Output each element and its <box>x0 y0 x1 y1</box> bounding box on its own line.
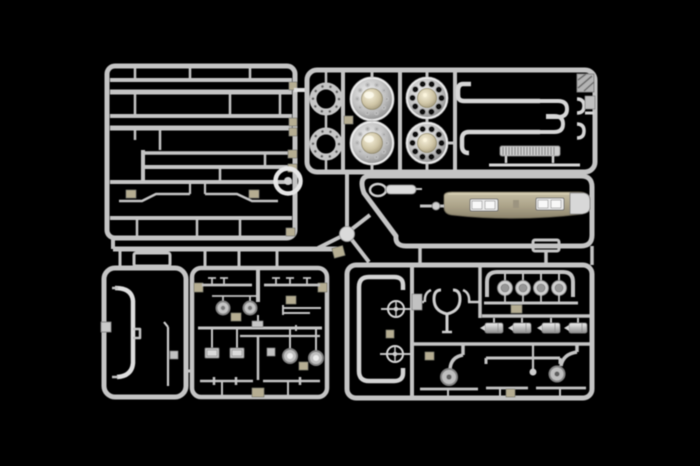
exhaust-pipe-1 <box>455 81 540 104</box>
front-bumper-frame <box>359 173 595 249</box>
loop-part-2 <box>531 238 561 253</box>
ring-part <box>273 166 303 196</box>
bumper-bracket <box>368 182 422 198</box>
small-parts-frame <box>189 265 330 400</box>
horn-covers <box>424 344 579 386</box>
bottom-rod-parts <box>200 377 320 385</box>
trim-frame <box>100 265 192 400</box>
bracket-part-left <box>119 192 190 203</box>
part-number-tab <box>251 387 265 398</box>
mirror-arm-parts <box>208 277 311 285</box>
part-number-tabs <box>125 81 298 237</box>
front-hub-2 <box>349 120 395 166</box>
lights-horns-frame <box>344 262 595 401</box>
air-horns <box>484 270 578 314</box>
exhaust-pipes-cell <box>455 81 594 167</box>
junction-knuckle <box>339 226 355 242</box>
exhaust-pipe-2 <box>459 129 540 156</box>
rear-wheel-hubs <box>405 72 455 170</box>
part-number-tab <box>285 295 297 305</box>
light-bar-bracket <box>356 274 406 384</box>
runner-junction <box>111 172 594 268</box>
rod-parts <box>282 305 321 315</box>
letter-tab-left <box>193 282 204 293</box>
part-number-tab <box>169 350 179 360</box>
sprue-id-tab <box>576 73 596 110</box>
part-number-tab <box>505 388 516 398</box>
fog-lamps <box>266 328 324 371</box>
rear-hub-1 <box>405 76 449 120</box>
sprue-gates <box>133 68 282 150</box>
part-number-tab <box>343 115 354 125</box>
letter-tab-right <box>317 282 328 293</box>
front-wheel-hubs <box>349 72 395 170</box>
front-bumper <box>420 191 591 219</box>
chassis-rails-frame <box>104 63 303 241</box>
door-trim-part <box>114 285 136 380</box>
bottom-rod-parts <box>420 386 586 391</box>
pipe-clamps <box>576 97 586 140</box>
license-plates <box>204 328 245 359</box>
fork-bracket <box>411 288 480 334</box>
antenna-rod <box>163 321 170 386</box>
front-hub-1 <box>349 76 395 122</box>
spoke-wheels <box>380 300 412 363</box>
part-number-tab <box>331 245 346 259</box>
wheel-rim-rings <box>309 72 343 170</box>
part-number-tab <box>100 321 112 333</box>
bracket-part-right <box>205 192 278 203</box>
bumper-step-plates <box>469 197 565 212</box>
rear-hub-2 <box>405 121 449 165</box>
horn-discs <box>212 295 258 322</box>
chrome-sprue <box>100 63 598 401</box>
sprue-gate-node <box>431 201 441 211</box>
wheel-hubs-frame <box>304 67 598 175</box>
corrugated-hose <box>499 145 561 157</box>
bullet-lamps <box>480 318 588 334</box>
